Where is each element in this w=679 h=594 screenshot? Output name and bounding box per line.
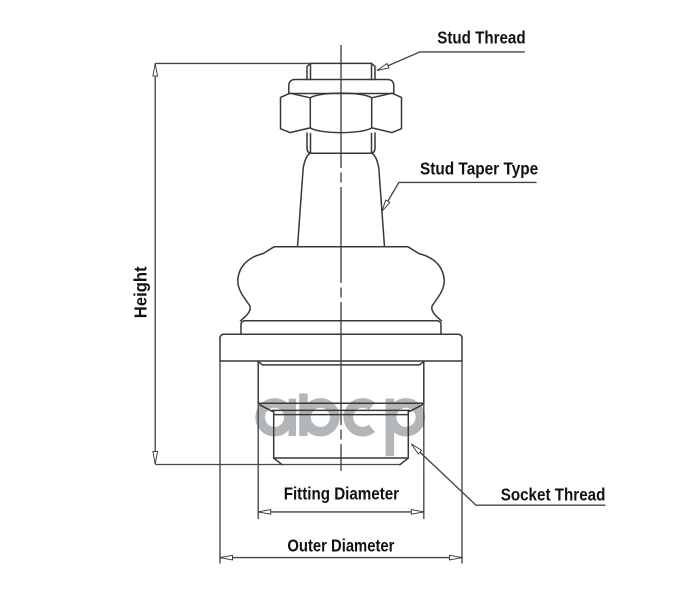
svg-text:Height: Height bbox=[130, 266, 150, 318]
svg-text:Socket Thread: Socket Thread bbox=[501, 485, 606, 505]
svg-text:Fitting Diameter: Fitting Diameter bbox=[284, 484, 400, 504]
svg-text:Stud Thread: Stud Thread bbox=[437, 27, 525, 47]
svg-text:Stud Taper Type: Stud Taper Type bbox=[420, 158, 538, 178]
svg-text:Outer Diameter: Outer Diameter bbox=[287, 536, 394, 556]
